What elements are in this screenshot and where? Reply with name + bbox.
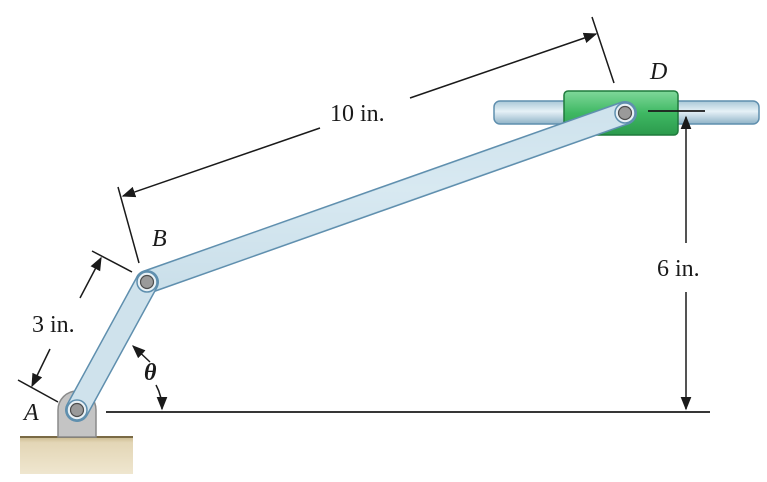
- ground-base: [20, 437, 133, 474]
- dim-arrow-ab-down: [31, 348, 51, 388]
- label-angle-theta: θ: [144, 360, 157, 386]
- label-dim-ab: 3 in.: [32, 312, 75, 338]
- ext-line-d: [591, 16, 615, 84]
- pin-b: [136, 271, 158, 293]
- pin-a: [66, 399, 88, 421]
- label-point-b: B: [152, 226, 167, 252]
- theta-arrow-upper: [132, 345, 151, 363]
- ext-line-a: [17, 379, 59, 403]
- label-dim-height: 6 in.: [657, 256, 700, 282]
- label-point-a: A: [22, 400, 39, 426]
- pin-d: [614, 102, 636, 124]
- dim-arrow-bd-left: [121, 127, 321, 198]
- label-dim-bd: 10 in.: [330, 101, 385, 127]
- link-bd: [135, 101, 637, 294]
- link-ab: [65, 270, 159, 422]
- label-point-d: D: [649, 59, 667, 85]
- ext-line-b-upper: [117, 186, 140, 264]
- dim-arrow-ab-up: [79, 256, 102, 299]
- dim-arrow-bd-right: [409, 32, 598, 99]
- theta-arrow-lower: [155, 384, 168, 411]
- ext-line-b-lower: [91, 250, 133, 273]
